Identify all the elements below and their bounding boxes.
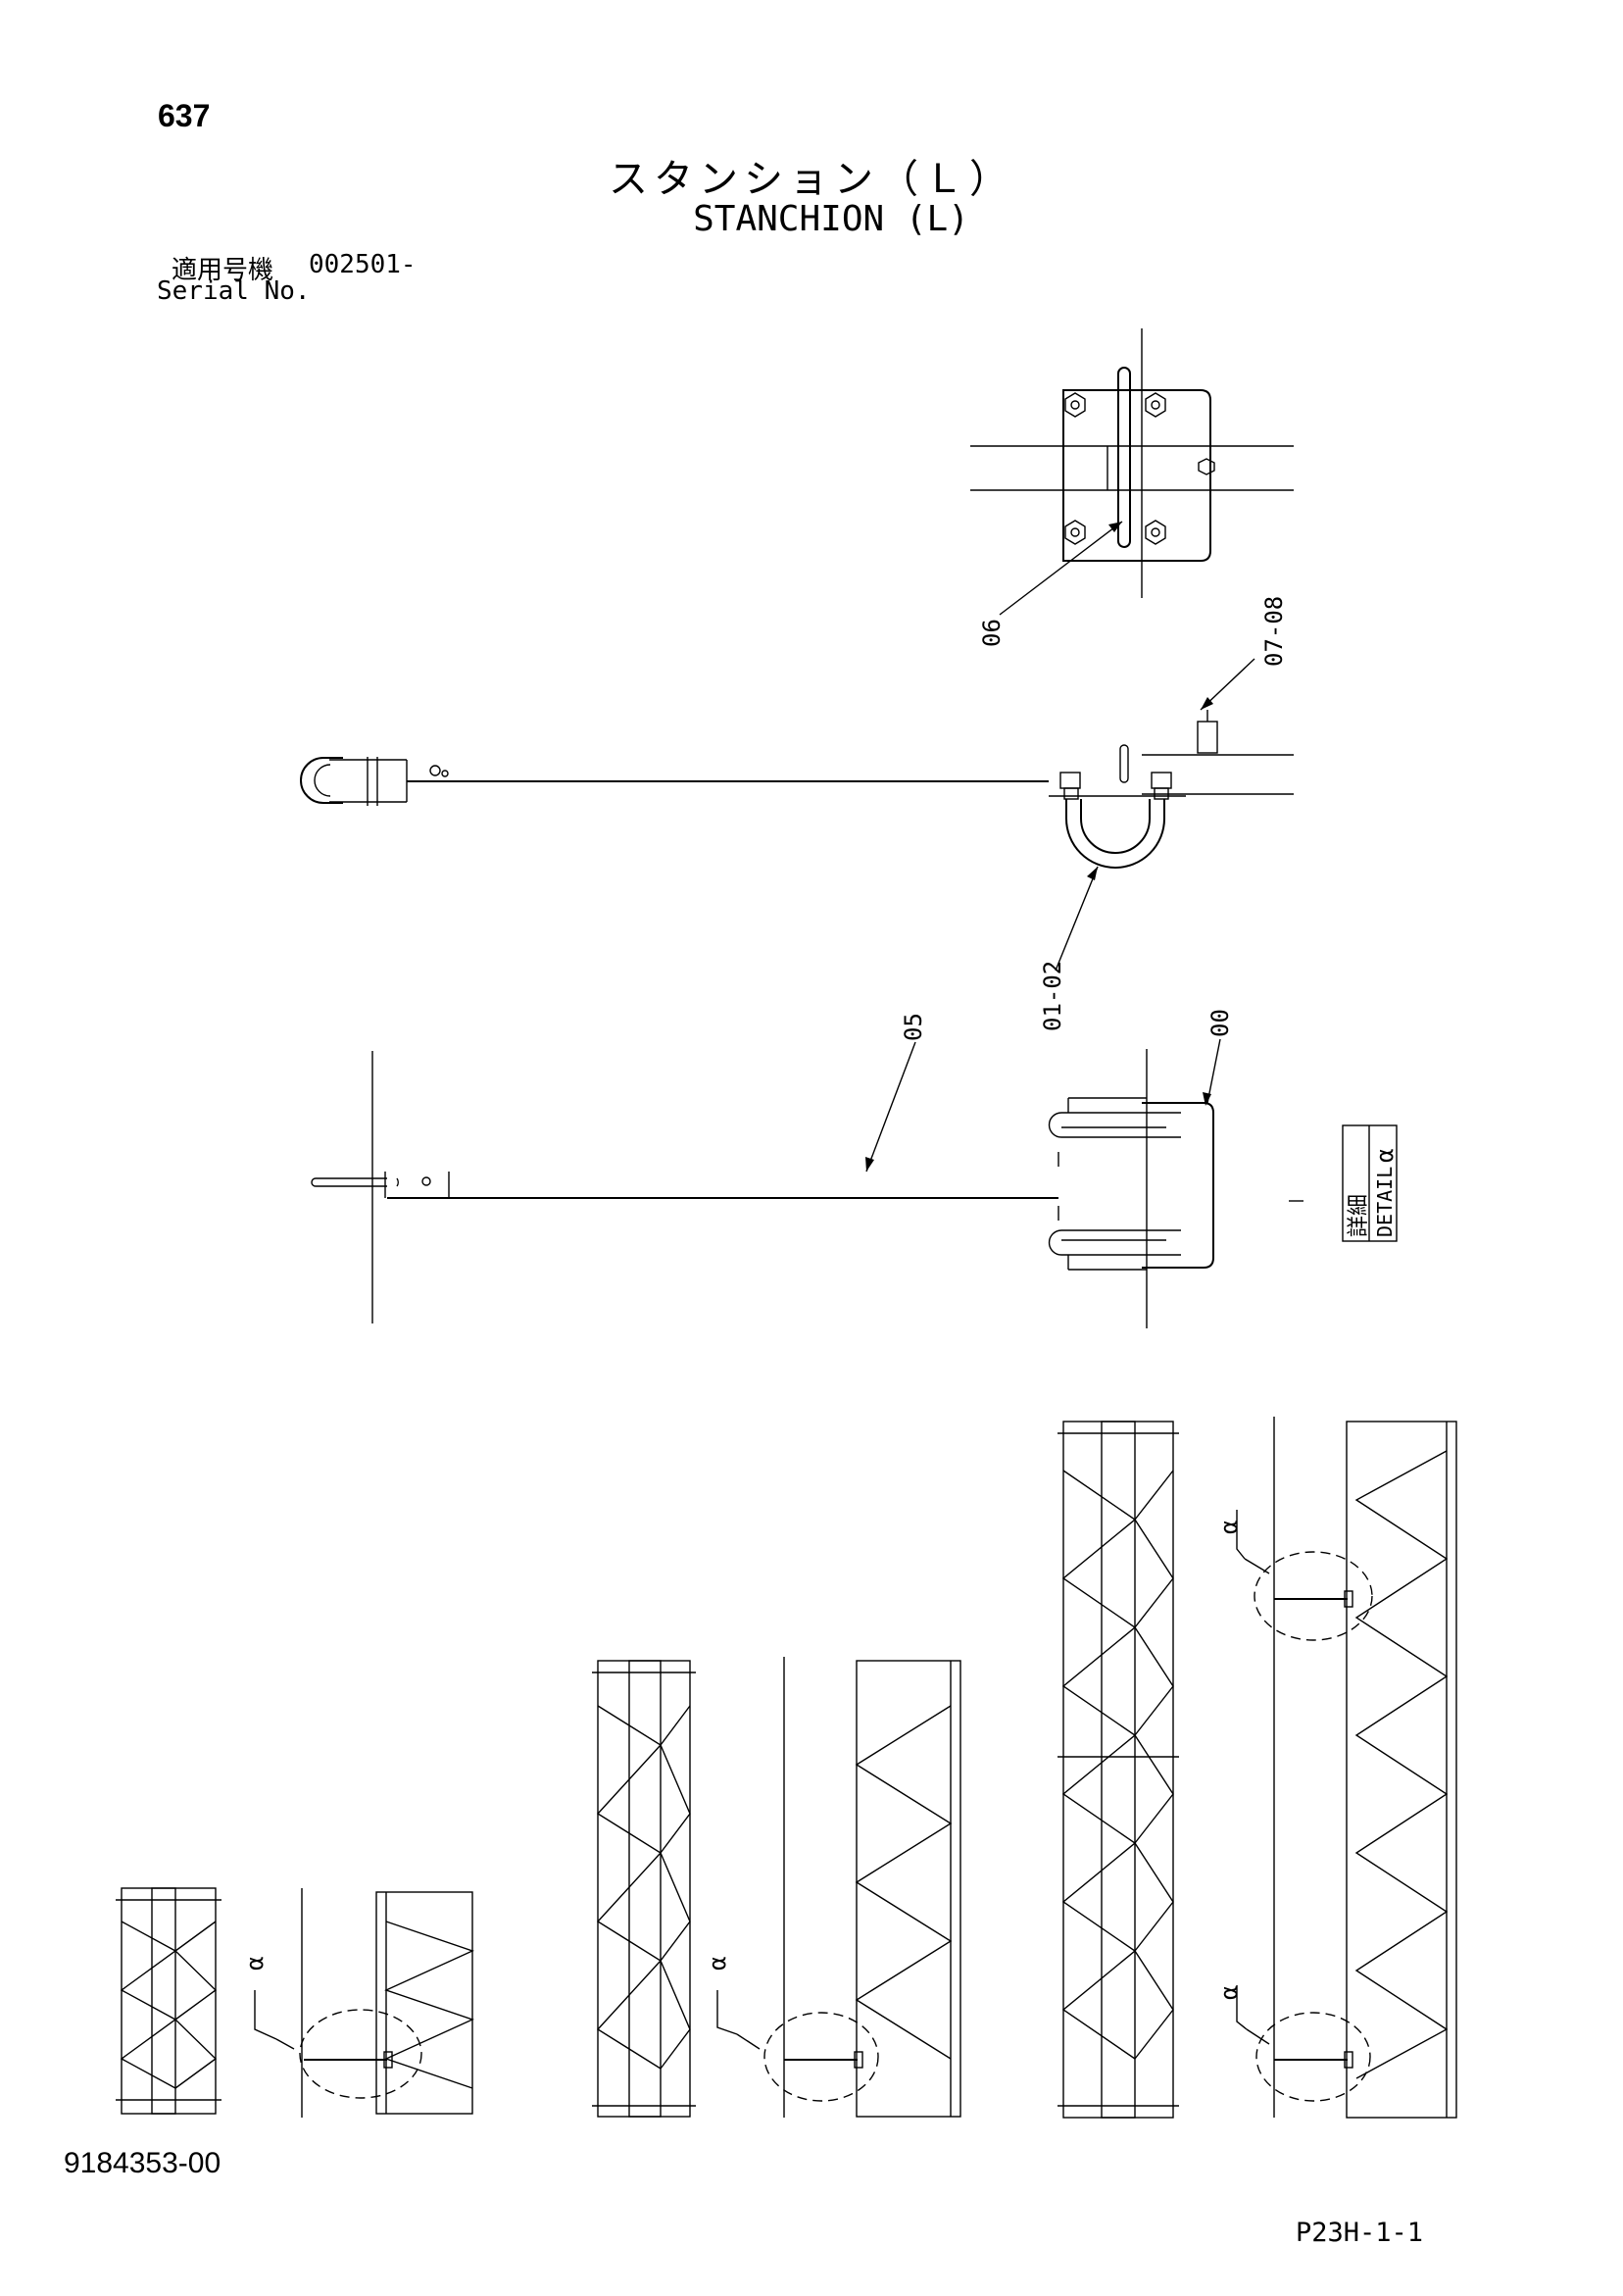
boom-section-long — [1057, 1417, 1457, 2119]
detail-label-box — [1342, 1124, 1398, 1242]
stanchion-side-view — [300, 658, 1294, 972]
detail-mark-alpha: α — [1215, 1521, 1243, 1534]
serial-value: 002501- — [309, 250, 417, 279]
bolt-icon — [1064, 392, 1086, 418]
title-english: STANCHION (L) — [693, 199, 969, 239]
bolt-icon — [1064, 520, 1086, 545]
serial-label-japanese: 適用号機 — [172, 256, 274, 285]
detail-mark-alpha: α — [1215, 1986, 1243, 2000]
top-bracket-view — [970, 328, 1294, 616]
callout-07-08: 07-08 — [1260, 596, 1288, 667]
detail-mark-alpha: α — [704, 1957, 731, 1971]
bolt-icon — [1145, 520, 1166, 545]
callout-06: 06 — [978, 619, 1006, 647]
callout-00: 00 — [1206, 1009, 1234, 1037]
callout-01-02: 01-02 — [1039, 961, 1066, 1031]
detail-letter: α — [1371, 1149, 1399, 1163]
boom-section-short — [116, 1887, 474, 2118]
title-japanese: スタンション（Ｌ） — [609, 157, 1014, 202]
bolt-icon — [1145, 392, 1166, 418]
detail-en: DETAIL — [1373, 1167, 1397, 1237]
detail-mark-alpha: α — [241, 1957, 269, 1971]
serial-label-english: Serial No. — [157, 276, 311, 306]
page-reference: P23H-1-1 — [1296, 2218, 1424, 2248]
document-number: 9184353-00 — [64, 2147, 221, 2179]
page-number: 637 — [158, 98, 211, 133]
boom-section-medium — [592, 1657, 961, 2118]
stanchion-detail-view — [311, 1038, 1303, 1328]
callout-05: 05 — [900, 1013, 927, 1041]
detail-jp: 詳細 — [1347, 1194, 1371, 1237]
